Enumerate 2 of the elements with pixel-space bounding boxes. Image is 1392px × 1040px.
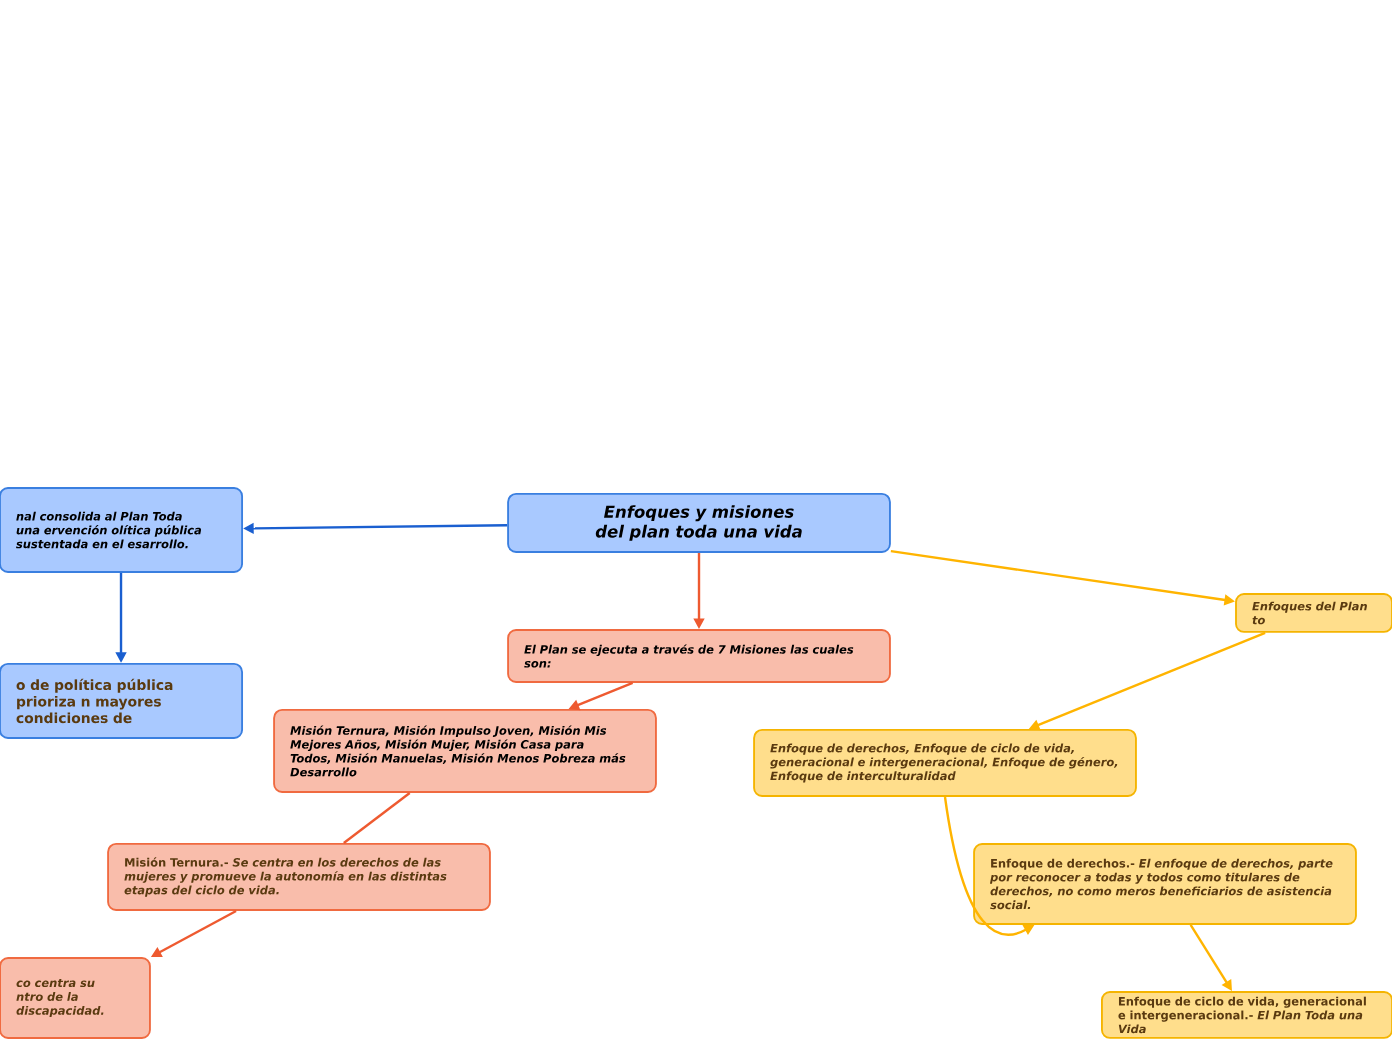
topic-box: Enfoques y misiones del plan toda una vida [507,493,891,553]
arrow [1189,924,1232,991]
